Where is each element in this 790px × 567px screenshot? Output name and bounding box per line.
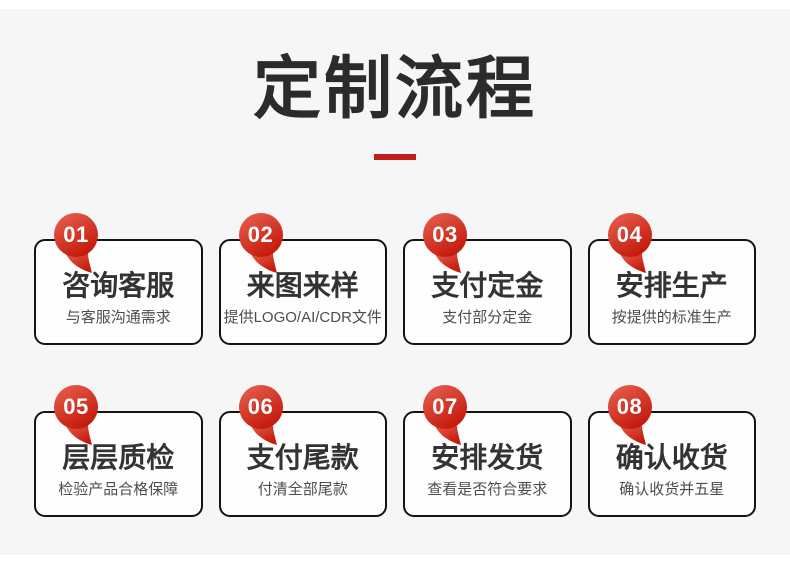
step-badge: 02: [238, 213, 285, 273]
title-underline: [374, 154, 416, 160]
step-badge: 08: [607, 385, 654, 445]
step-number: 08: [616, 394, 643, 419]
step-title: 安排生产: [615, 269, 728, 301]
speech-bubble-icon: [238, 385, 283, 445]
step-subtitle: 提供LOGO/AI/CDR文件: [223, 308, 382, 326]
speech-bubble-icon: [54, 213, 98, 273]
speech-bubble-icon: [54, 385, 98, 445]
step-number: 06: [247, 394, 274, 419]
speech-bubble-icon: [607, 385, 652, 445]
speech-bubble-icon: [423, 213, 467, 273]
step-subtitle: 确认收货并五星: [619, 480, 725, 498]
step-subtitle: 支付部分定金: [442, 308, 533, 326]
page-title: 定制流程: [252, 51, 537, 127]
step-number: 07: [432, 394, 458, 419]
step-badge: 01: [54, 213, 100, 273]
step-title: 来图来样: [246, 269, 359, 301]
step-card-box: 支付尾款 付清全部尾款: [218, 411, 387, 517]
step-card-5: 05 层层质检 检验产品合格保障: [34, 385, 203, 517]
step-card-3: 03 支付定金 支付部分定金: [403, 213, 572, 345]
step-card-box: 来图来样 提供LOGO/AI/CDR文件: [218, 239, 387, 345]
step-number: 03: [432, 222, 458, 247]
step-card-1: 01 咨询客服 与客服沟通需求: [34, 213, 203, 345]
speech-bubble-icon: [423, 385, 467, 445]
step-number: 02: [247, 222, 274, 247]
step-subtitle: 按提供的标准生产: [611, 308, 732, 326]
step-card-box: 咨询客服 与客服沟通需求: [34, 239, 203, 345]
step-title: 安排发货: [431, 441, 544, 473]
step-card-box: 安排发货 查看是否符合要求: [403, 411, 572, 517]
step-card-box: 安排生产 按提供的标准生产: [587, 239, 756, 345]
step-card-4: 04 安排生产 按提供的标准生产: [587, 213, 756, 345]
step-title: 层层质检: [62, 441, 175, 473]
step-number: 04: [616, 222, 643, 247]
step-subtitle: 付清全部尾款: [257, 480, 348, 498]
step-card-box: 支付定金 支付部分定金: [403, 239, 572, 345]
steps-row-2: 05 层层质检 检验产品合格保障 06 支付尾款 付清全部尾款: [34, 385, 756, 517]
step-number: 01: [63, 222, 89, 247]
steps-row-1: 01 咨询客服 与客服沟通需求 02 来图来样 提供LOGO/AI: [34, 213, 756, 345]
step-card-8: 08 确认收货 确认收货并五星: [587, 385, 756, 517]
step-title: 咨询客服: [62, 269, 175, 301]
step-card-box: 层层质检 检验产品合格保障: [34, 411, 203, 517]
step-badge: 05: [54, 385, 100, 445]
process-panel: 定制流程 01 咨询客服 与客服沟通需求: [0, 9, 790, 555]
step-title: 确认收货: [615, 441, 728, 473]
step-card-7: 07 安排发货 查看是否符合要求: [403, 385, 572, 517]
step-badge: 07: [423, 385, 469, 445]
step-number: 05: [63, 394, 89, 419]
step-badge: 04: [607, 213, 654, 273]
step-title: 支付尾款: [246, 441, 359, 473]
step-card-box: 确认收货 确认收货并五星: [587, 411, 756, 517]
step-badge: 06: [238, 385, 285, 445]
step-subtitle: 与客服沟通需求: [65, 308, 171, 326]
step-subtitle: 查看是否符合要求: [427, 480, 548, 498]
speech-bubble-icon: [607, 213, 652, 273]
speech-bubble-icon: [238, 213, 283, 273]
steps-grid: 01 咨询客服 与客服沟通需求 02 来图来样 提供LOGO/AI: [0, 213, 790, 517]
step-card-6: 06 支付尾款 付清全部尾款: [218, 385, 387, 517]
step-subtitle: 检验产品合格保障: [58, 480, 179, 498]
step-title: 支付定金: [431, 269, 544, 301]
step-card-2: 02 来图来样 提供LOGO/AI/CDR文件: [218, 213, 387, 345]
step-badge: 03: [423, 213, 469, 273]
